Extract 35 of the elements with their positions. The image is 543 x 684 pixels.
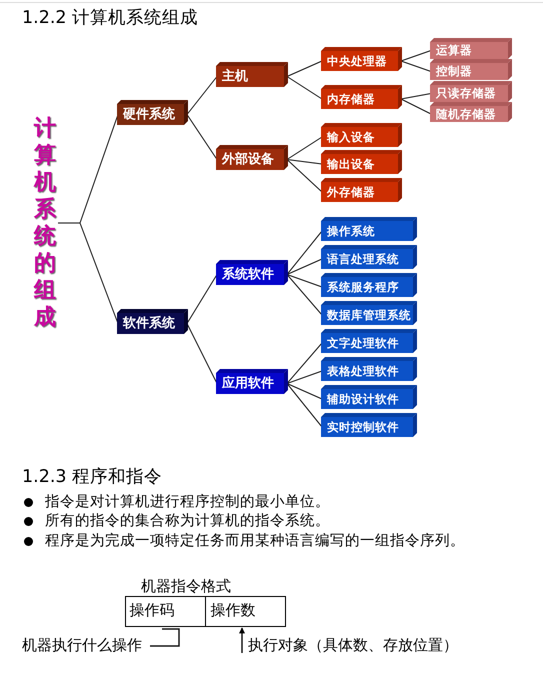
connector-line [286,136,322,160]
connector-line [400,98,432,114]
bullet-text: 程序是为完成一项特定任务而用某种语言编写的一组指令序列。 [45,532,465,550]
table-title: 机器指令格式 [141,577,231,595]
connector-line [186,323,218,384]
connector-line [286,76,322,100]
connector-line [186,114,218,160]
arrow [239,627,245,653]
connector-line [400,60,432,72]
annotation-text: 执行对象（具体数、存放位置） [248,636,458,654]
connector-line [286,274,322,288]
bullet-text: 所有的指令的集合称为计算机的指令系统。 [45,512,330,530]
connector-line [400,93,432,100]
connector-line [286,159,322,164]
connector-line [286,370,322,384]
connector-line [286,159,322,192]
annotation-text: 机器执行什么操作 [22,636,142,654]
connector-line [286,342,322,384]
bullet-text: 指令是对计算机进行程序控制的最小单位。 [45,493,330,511]
connector-line [286,274,322,316]
connector-line [186,76,218,115]
connector-line [186,274,218,324]
connector-line [286,383,322,428]
section-heading: 1.2.2 计算机系统组成 [22,8,198,29]
connector-line [150,628,180,647]
connector-line [400,50,432,62]
table-cell: 操作码 [124,596,206,626]
vertical-title: 计算机系统的组成 [32,115,58,331]
connector-line [286,383,322,400]
connector-line [286,230,322,275]
section-heading: 1.2.3 程序和指令 [22,466,162,488]
connector-line [286,60,322,77]
table-cell: 操作数 [206,596,286,626]
connector-line [58,222,118,324]
connector-line [286,258,322,275]
